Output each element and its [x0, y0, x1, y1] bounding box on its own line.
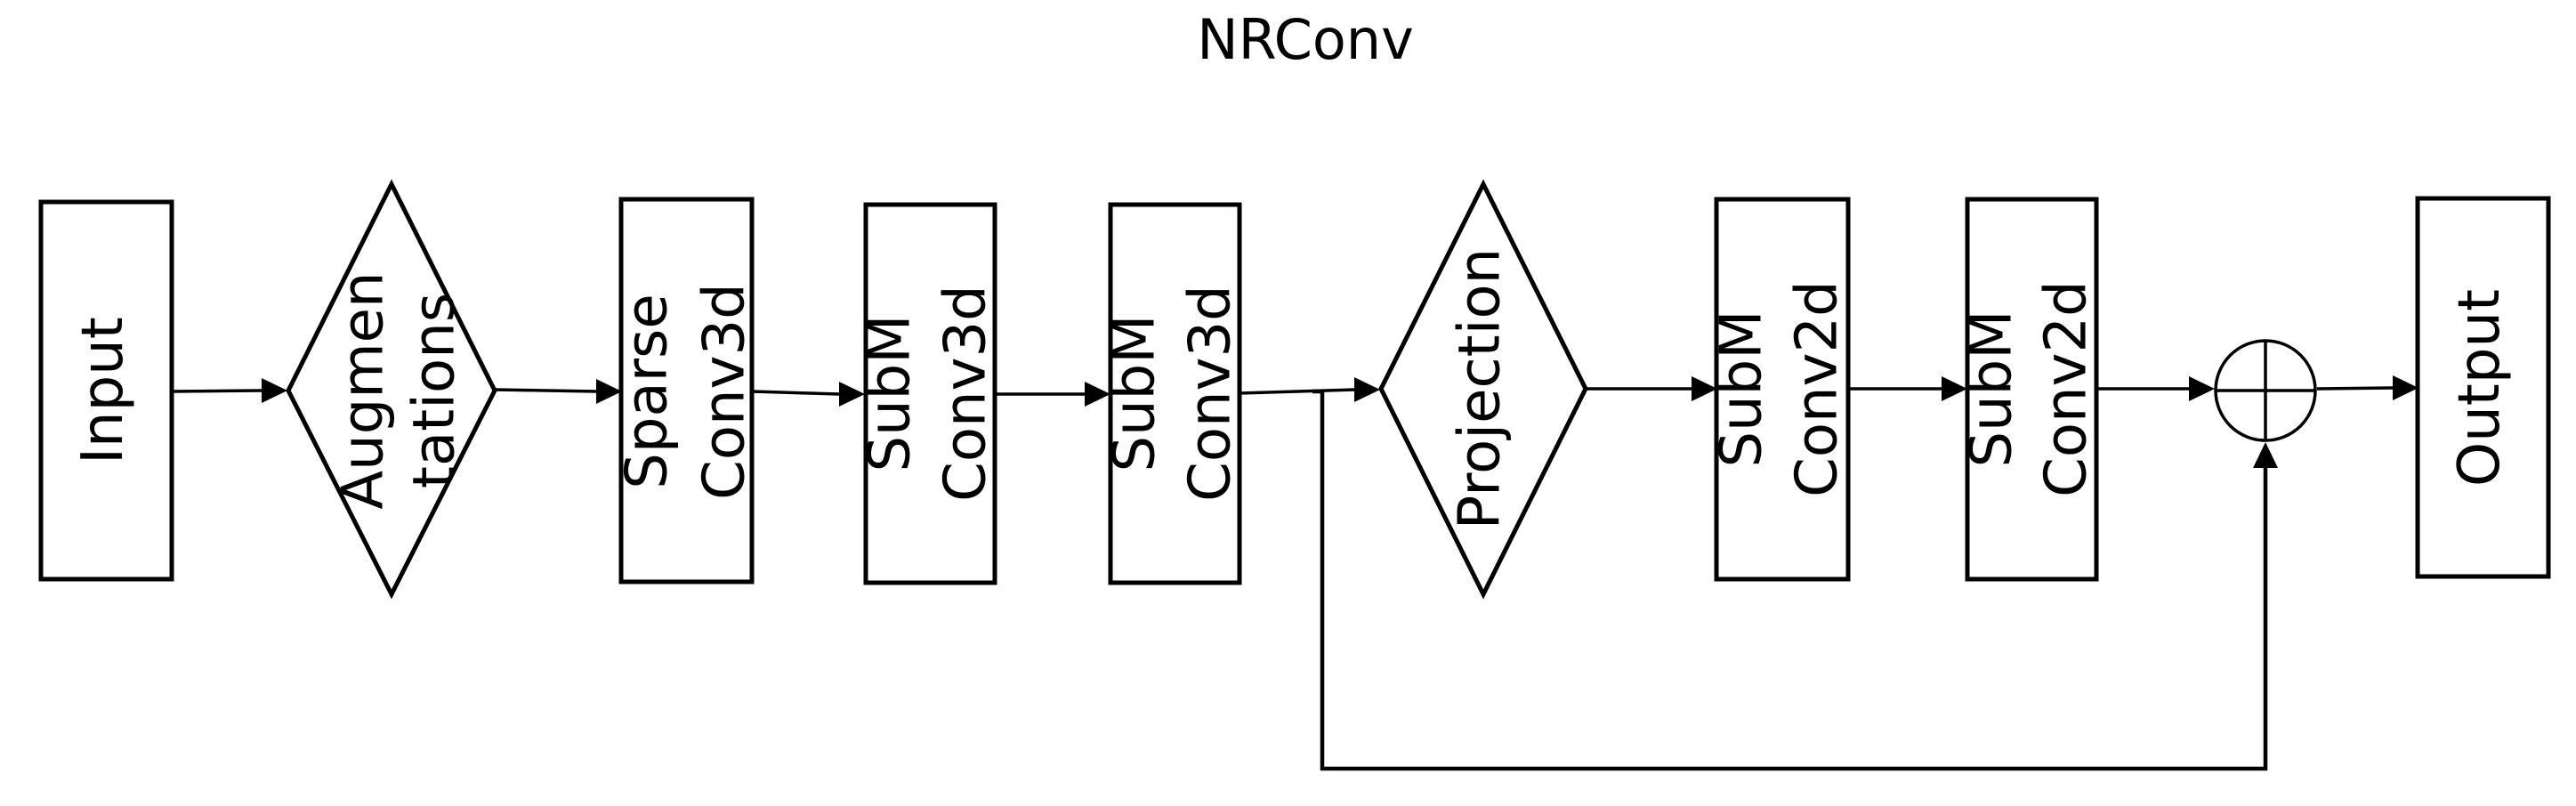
edge-skip-connection [1312, 389, 2268, 771]
node-subm-conv3d-2-label-line-1: SubM [1102, 314, 1168, 472]
node-augmentations-label-line-1: Augmen [331, 271, 397, 509]
node-output: Output [2415, 196, 2551, 579]
node-input-box [38, 199, 174, 582]
node-projection: Projection [1378, 179, 1588, 600]
node-subm-conv3d-2: SubM Conv3d [1102, 202, 1244, 585]
edge-augmentations-to-sparse-conv3d [494, 388, 598, 393]
node-output-box [2415, 196, 2551, 579]
node-subm-conv2d-1: SubM Conv2d [1709, 197, 1851, 582]
arrowhead-output [2393, 375, 2419, 400]
node-augmentations: Augmen tations [286, 179, 497, 600]
node-input-label: Input [70, 317, 136, 464]
edge-sum-to-output [2316, 386, 2394, 391]
node-subm-conv3d-1-label-line-1: SubM [858, 314, 924, 472]
node-subm-conv3d-2-label-line-2: Conv3d [1178, 285, 1244, 502]
node-subm-conv3d-1-box [863, 202, 997, 585]
arrowhead-subm-conv3d-2 [1085, 382, 1110, 407]
node-projection-label: Projection [1448, 248, 1514, 529]
node-subm-conv2d-2-label-line-2: Conv2d [2034, 280, 2100, 497]
arrowhead-sum-bottom [2253, 442, 2278, 468]
arrowhead-sparse-conv3d [596, 379, 622, 404]
diagram-title: NRConv [1197, 7, 1414, 72]
node-augmentations-diamond [286, 179, 497, 600]
arrowhead-augmentations [262, 378, 287, 403]
node-sparse-conv3d: Sparse Conv3d [615, 197, 758, 584]
node-subm-conv2d-1-label-line-2: Conv2d [1785, 280, 1851, 497]
node-subm-conv3d-2-box [1108, 202, 1242, 585]
node-projection-diamond [1378, 179, 1588, 600]
node-input: Input [38, 199, 174, 582]
edges [171, 375, 2419, 771]
node-sum [2214, 339, 2317, 442]
arrowhead-sum-left [2189, 376, 2215, 401]
edge-sparse-conv3d-to-subm-conv3d-1 [751, 390, 841, 396]
arrowhead-subm-conv3d-1 [839, 382, 865, 407]
arrowhead-subm-conv2d-1 [1692, 376, 1717, 401]
node-output-label: Output [2447, 289, 2513, 487]
node-subm-conv2d-2-label-line-1: SubM [1959, 310, 2025, 467]
node-sparse-conv3d-box [618, 197, 755, 584]
node-subm-conv2d-1-box [1714, 197, 1851, 582]
node-subm-conv3d-1-label-line-2: Conv3d [933, 285, 999, 502]
node-subm-conv2d-2: SubM Conv2d [1959, 197, 2100, 582]
arrowhead-projection [1354, 377, 1380, 402]
node-sparse-conv3d-label-line-2: Conv3d [692, 283, 758, 500]
edge-subm-conv3d-2-to-projection [1239, 388, 1356, 395]
node-subm-conv2d-2-box [1965, 197, 2099, 582]
node-subm-conv3d-1: SubM Conv3d [858, 202, 999, 585]
node-augmentations-label-line-2: tations [402, 293, 468, 488]
node-sparse-conv3d-label-line-1: Sparse [615, 294, 681, 489]
node-subm-conv2d-1-label-line-1: SubM [1709, 310, 1775, 467]
arrowhead-subm-conv2d-2 [1942, 376, 1967, 401]
